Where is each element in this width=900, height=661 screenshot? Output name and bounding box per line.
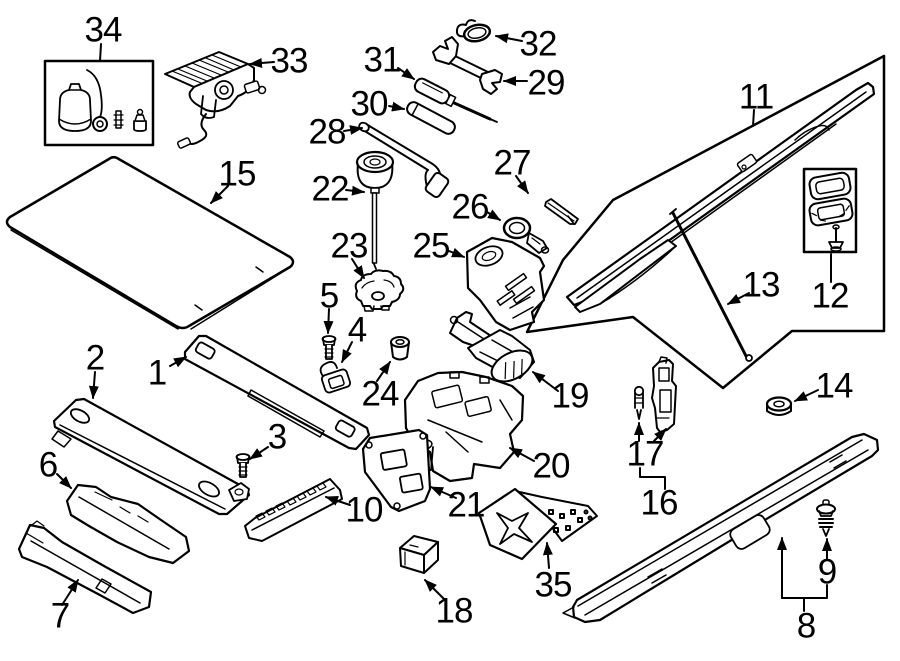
part-label-29: 29 [527, 63, 566, 103]
part-12-cover-kit [802, 167, 858, 254]
part-label-33: 33 [270, 41, 309, 81]
part-4-clip [319, 361, 352, 394]
part-label-31: 31 [363, 40, 402, 80]
part-label-10: 10 [345, 490, 384, 530]
part-label-13: 13 [742, 265, 781, 305]
part-label-30: 30 [350, 84, 389, 124]
part-25-foam-insert [465, 236, 546, 332]
part-label-27: 27 [493, 143, 532, 183]
part-label-2: 2 [85, 338, 105, 378]
part-label-17: 17 [626, 434, 665, 474]
part-7-support-rail [17, 520, 153, 615]
part-label-16: 16 [640, 483, 679, 523]
part-label-35: 35 [534, 565, 573, 605]
part-29-open-end-wrench [432, 36, 503, 95]
part-27-pry-lever [544, 198, 579, 225]
part-3-screw [235, 453, 251, 478]
part-21-mounting-bracket [361, 428, 432, 513]
part-18-relay-box [399, 535, 439, 574]
part-16-lamp-housing [651, 356, 677, 433]
part-22-jack-crank [355, 150, 395, 270]
part-30-extension-tube [406, 101, 456, 135]
part-label-12: 12 [811, 276, 850, 316]
part-14-grommet [765, 396, 793, 416]
part-label-19: 19 [551, 376, 590, 416]
part-1-trim-strip [183, 334, 371, 451]
part-label-23: 23 [330, 226, 369, 266]
part-19-jack [449, 311, 535, 383]
part-24-plug [390, 336, 410, 361]
part-label-26: 26 [451, 187, 490, 227]
part-label-7: 7 [50, 596, 70, 636]
part-33-air-compressor [164, 51, 267, 149]
part-13-support-rod [669, 208, 753, 362]
part-35-x-brace [477, 487, 598, 561]
part-label-1: 1 [147, 353, 167, 393]
part-label-24: 24 [361, 374, 400, 414]
part-10-ribbed-rail [228, 478, 343, 542]
part-26-tow-eye [502, 216, 550, 254]
part-label-14: 14 [815, 366, 854, 406]
part-17-bulb [633, 385, 645, 420]
part-5-screw [321, 335, 337, 360]
part-15-cargo-mat [5, 155, 295, 330]
part-label-5: 5 [319, 276, 339, 316]
part-label-3: 3 [267, 417, 287, 457]
part-6-foam-support [65, 483, 191, 565]
part-8-sill-trim [562, 432, 880, 624]
part-label-32: 32 [519, 24, 558, 64]
part-label-4: 4 [347, 310, 367, 350]
leader-lines [56, 33, 832, 612]
part-label-20: 20 [532, 446, 571, 486]
part-9-push-pin [816, 499, 836, 537]
part-34-sealant-kit [43, 59, 155, 147]
part-label-11: 11 [738, 77, 774, 117]
part-32-ring-tool [455, 19, 492, 43]
part-23-wing-knob [354, 269, 405, 312]
part-label-6: 6 [38, 445, 58, 485]
part-2-trim-panel [51, 397, 251, 516]
part-label-28: 28 [308, 112, 347, 152]
part-label-9: 9 [817, 552, 837, 592]
part-label-25: 25 [412, 226, 451, 266]
part-11-parcel-shelf [565, 81, 876, 313]
part-label-21: 21 [447, 485, 486, 525]
part-31-screwdriver [413, 77, 498, 123]
part-label-15: 15 [218, 154, 257, 194]
part-label-22: 22 [311, 169, 350, 209]
part-label-34: 34 [84, 10, 123, 50]
part-label-18: 18 [435, 591, 474, 631]
part-label-8: 8 [796, 606, 816, 646]
